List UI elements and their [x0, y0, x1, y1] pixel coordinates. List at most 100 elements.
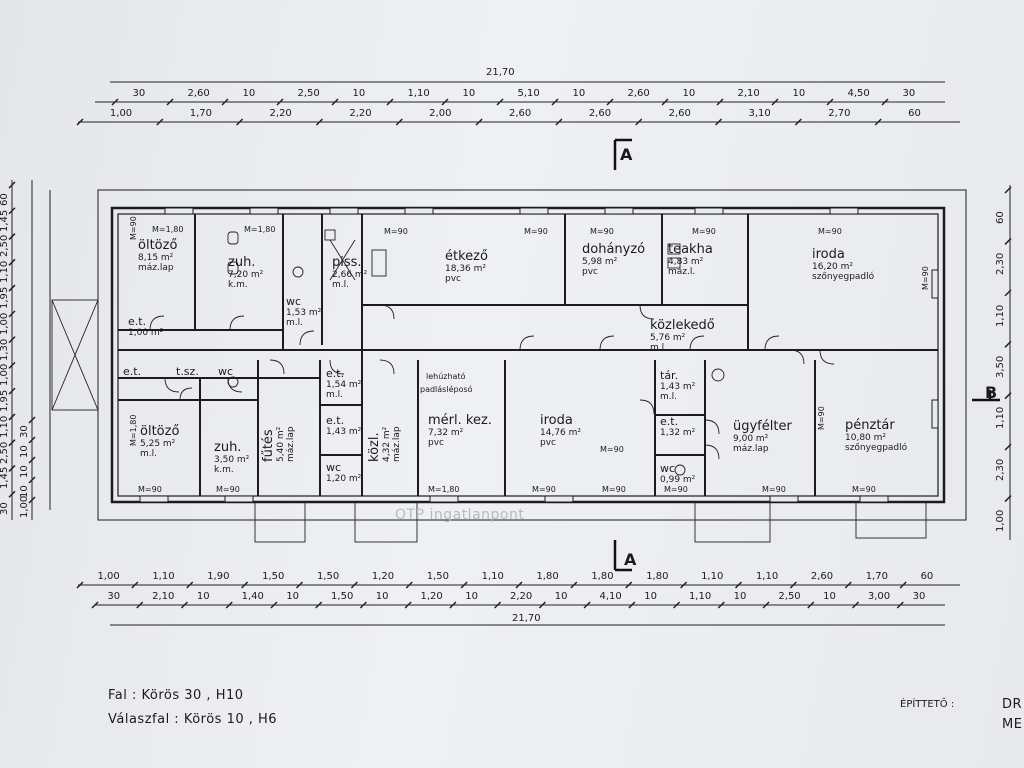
dim-bottom-row-2: 10	[554, 591, 568, 602]
dim-bottom-row-1: 60	[920, 571, 934, 582]
dim-left-row-1: 30	[0, 502, 10, 516]
dim-bottom-row-2: 10	[823, 591, 836, 602]
room-area: 7,32 m²	[428, 428, 464, 438]
dim-bottom-row-1: 1,00	[97, 571, 120, 582]
watermark: OTP ingatlanpont	[395, 507, 525, 523]
room-name: piss.	[332, 255, 362, 270]
legend-partition: Válaszfal : Körös 10 , H6	[108, 712, 278, 727]
opening-label: M=90	[852, 485, 876, 494]
room-name: teakha	[668, 242, 713, 257]
dim-bottom-row-1: 1,50	[316, 571, 340, 582]
dim-left-row-1: 2,50	[0, 235, 10, 258]
dim-top-row-1: 2,10	[737, 88, 760, 99]
room-area: 0,99 m²	[660, 475, 696, 485]
room-name: öltöző	[140, 424, 180, 439]
room-name: közl.	[367, 432, 382, 462]
opening-label: M=90	[762, 485, 786, 494]
opening-label: M=90	[664, 485, 688, 494]
room-floor-type: szőnyegpadló	[812, 272, 875, 282]
room-name: e.t.	[123, 365, 142, 378]
room-area: 14,76 m²	[540, 428, 582, 438]
dim-bottom-row-1: 1,10	[152, 571, 175, 582]
dim-bottom-row-2: 1,20	[420, 591, 443, 602]
dim-bottom-row-2: 2,10	[152, 591, 175, 602]
cutoff-text: DR ME	[1002, 697, 1023, 732]
opening-label: M=90	[138, 485, 162, 494]
dim-top-row-1: 30	[902, 88, 916, 99]
dim-right-row: 1,10	[995, 407, 1006, 430]
dim-bottom-row-1: 2,60	[810, 571, 834, 582]
opening-label: M=90	[692, 227, 716, 236]
dim-left-row-2: 10	[19, 445, 30, 458]
room-floor-type: pvc	[445, 274, 461, 284]
dim-right-row: 2,30	[995, 252, 1006, 276]
dim-left-row-1: 2,50	[0, 441, 10, 464]
room-name: wc	[326, 461, 342, 474]
room-label: e.t.1,43 m²	[326, 415, 361, 437]
dim-left-row-1: 1,00	[0, 312, 10, 335]
room-area: 2,66 m²	[332, 270, 368, 280]
dim-left-row-2: 1,00	[19, 495, 30, 518]
opening-label: M=90	[818, 227, 842, 236]
dim-top-row-1: 10	[352, 88, 366, 99]
room-area: 5,76 m²	[650, 333, 686, 343]
room-name: ügyfélter	[733, 419, 792, 434]
room-name: iroda	[812, 247, 845, 262]
opening-label: M=90	[600, 445, 624, 454]
dim-bottom-row-1: 1,70	[865, 571, 888, 582]
dim-bottom-row-1: 1,20	[371, 571, 395, 582]
dim-bottom-row-1: 1,80	[646, 571, 669, 582]
room-area: 5,98 m²	[582, 257, 618, 267]
room-name: wc	[286, 295, 302, 308]
dim-bottom-row-2: 30	[912, 591, 926, 602]
dim-bottom-row-1: 1,90	[207, 571, 230, 582]
legend-wall: Fal : Körös 30 , H10	[108, 688, 244, 703]
dim-right-row: 1,10	[995, 304, 1006, 327]
room-floor-type: k.m.	[214, 465, 234, 475]
room-name: e.t.	[326, 367, 345, 380]
opening-label: M=90	[384, 227, 408, 236]
room-label: e.t.1,32 m²	[660, 416, 695, 438]
opening-label: M=90	[817, 406, 826, 430]
room-area: 3,50 m²	[214, 455, 250, 465]
dim-left-row-2: 10	[19, 465, 30, 478]
dim-right-row: 1,00	[995, 510, 1006, 533]
room-name: e.t.	[128, 315, 147, 328]
room-name: wc	[218, 365, 234, 378]
room-name: wc	[660, 462, 676, 475]
opening-label: M=1,80	[428, 485, 460, 494]
opening-label: M=90	[602, 485, 626, 494]
dim-bottom-row-2: 1,40	[241, 591, 264, 602]
dim-left-row-1: 1,45	[0, 209, 10, 232]
room-floor-type: m.l.	[332, 280, 349, 290]
dim-top-row-2: 2,60	[588, 108, 612, 119]
room-floor-type: pvc	[540, 438, 556, 448]
dim-top-row-1: 10	[792, 88, 806, 99]
opening-label: M=90	[921, 266, 930, 290]
opening-label: M=1,80	[129, 414, 138, 446]
room-area: 1,54 m²	[326, 380, 362, 390]
dim-left-row-1: 60	[0, 193, 10, 206]
dim-left-row-1: 1,95	[0, 389, 10, 413]
room-area: 1,43 m²	[326, 427, 362, 437]
dim-top-row-2: 3,10	[748, 108, 771, 119]
dim-bottom-row-1: 1,50	[262, 571, 285, 582]
attic-note: lehúzható	[426, 372, 466, 381]
room-floor-type: k.m.	[228, 280, 248, 290]
dim-left-row-1: 1,30	[0, 338, 10, 361]
dim-left-row-1: 1,00	[0, 364, 10, 387]
dim-left-row-2: 30	[19, 425, 30, 438]
dim-bottom-row-2: 4,10	[599, 591, 622, 602]
dim-left-row-1: 1,45	[0, 467, 10, 490]
dim-left-row-1: 1,95	[0, 286, 10, 309]
